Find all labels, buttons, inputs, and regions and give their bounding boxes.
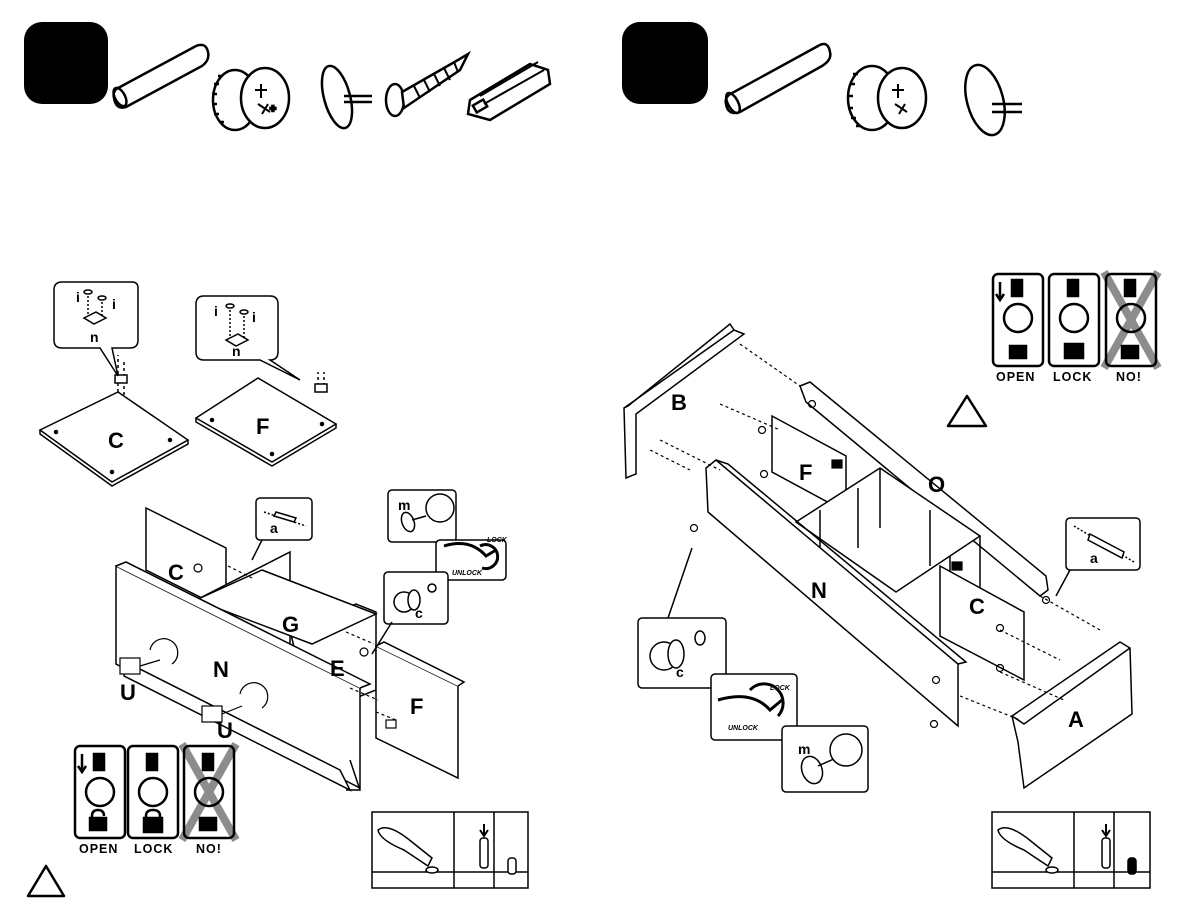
- hardware-strip-right: [724, 42, 1022, 137]
- inset-label-n-1: n: [90, 329, 99, 345]
- cam-pin-callout-right: [781, 725, 869, 793]
- panel-f-flat: [194, 372, 338, 467]
- label-u-2: U: [217, 718, 233, 743]
- label-f-right: F: [799, 460, 812, 485]
- cam-callout-right: [637, 547, 727, 689]
- label-b: B: [671, 390, 687, 415]
- lock-no-label-left: NO!: [196, 842, 222, 856]
- inset-label-m-left: m: [398, 497, 410, 513]
- inset-label-c-left: c: [415, 605, 423, 621]
- lock-lock-label-right: LOCK: [1053, 370, 1092, 384]
- cam-pin-icon: [320, 64, 372, 130]
- lock-open-label-left: OPEN: [79, 842, 118, 856]
- right-assembly: [623, 322, 1133, 790]
- dowel-callout-left: [251, 497, 313, 561]
- inset-label-i-2: i: [112, 296, 116, 312]
- cam-pin-icon: [964, 63, 1022, 137]
- label-o: O: [928, 472, 945, 497]
- lock-diagram-right: [991, 270, 1162, 370]
- screw-icon: [384, 50, 472, 118]
- hammer-dowel-strip-right: [991, 811, 1151, 889]
- inset-label-m-right: m: [798, 741, 810, 757]
- magnetic-catch-icon: [466, 61, 552, 122]
- hammer-dowel-strip-left: [371, 811, 529, 889]
- label-c-right: C: [969, 594, 985, 619]
- cam-lock-icon: +: [211, 66, 291, 132]
- label-e-assembly: E: [330, 656, 345, 681]
- inset-label-a-right: a: [1090, 550, 1098, 566]
- label-c-assembly: C: [168, 560, 184, 585]
- cam-pin-callout-left: [387, 489, 457, 543]
- label-g-assembly: G: [282, 612, 299, 637]
- warning-triangle-right: [946, 394, 988, 428]
- left-assembly: [115, 506, 466, 792]
- right-assembly-details: [649, 343, 1101, 729]
- label-n-right: N: [811, 578, 827, 603]
- lock-open-label-right: OPEN: [996, 370, 1035, 384]
- lock-diagram-left: [73, 742, 240, 842]
- label-c-top: C: [108, 428, 124, 453]
- hardware-strip-left: +: [112, 43, 552, 132]
- inset-label-lock-left: LOCK: [487, 537, 508, 544]
- catch-callout-c: [53, 281, 139, 377]
- inset-label-i-1: i: [76, 289, 80, 305]
- step-badge-left: [24, 22, 108, 104]
- warning-triangle-left: [26, 864, 66, 898]
- label-f-top: F: [256, 414, 269, 439]
- label-u-1: U: [120, 680, 136, 705]
- inset-label-i-3: i: [214, 303, 218, 319]
- inset-label-n-2: n: [232, 343, 241, 359]
- dowel-callout-right: [1055, 517, 1141, 597]
- dowel-icon: [112, 43, 210, 109]
- lock-rotation-callout-right: [710, 673, 798, 741]
- step-badge-right: [622, 22, 708, 104]
- inset-label-lock-right: LOCK: [770, 685, 791, 692]
- inset-label-i-4: i: [252, 309, 256, 325]
- label-a: A: [1068, 707, 1084, 732]
- label-f-assembly: F: [410, 694, 423, 719]
- label-n-assembly: N: [213, 657, 229, 682]
- svg-text:+: +: [270, 104, 276, 115]
- lock-rotation-callout-left: [435, 539, 507, 581]
- cam-callout-left: [371, 571, 449, 655]
- dowel-icon: [724, 42, 832, 115]
- inset-label-c-right: c: [676, 664, 684, 680]
- lock-no-label-right: NO!: [1116, 370, 1142, 384]
- inset-label-unlock-left: UNLOCK: [452, 570, 483, 577]
- lock-lock-label-left: LOCK: [134, 842, 173, 856]
- inset-label-unlock-right: UNLOCK: [728, 725, 759, 732]
- inset-label-a-left: a: [270, 520, 278, 536]
- catch-callout-f: [195, 295, 301, 381]
- left-assembly-details: [119, 563, 397, 729]
- panel-c-flat: [38, 355, 190, 487]
- cam-lock-icon: [846, 64, 928, 132]
